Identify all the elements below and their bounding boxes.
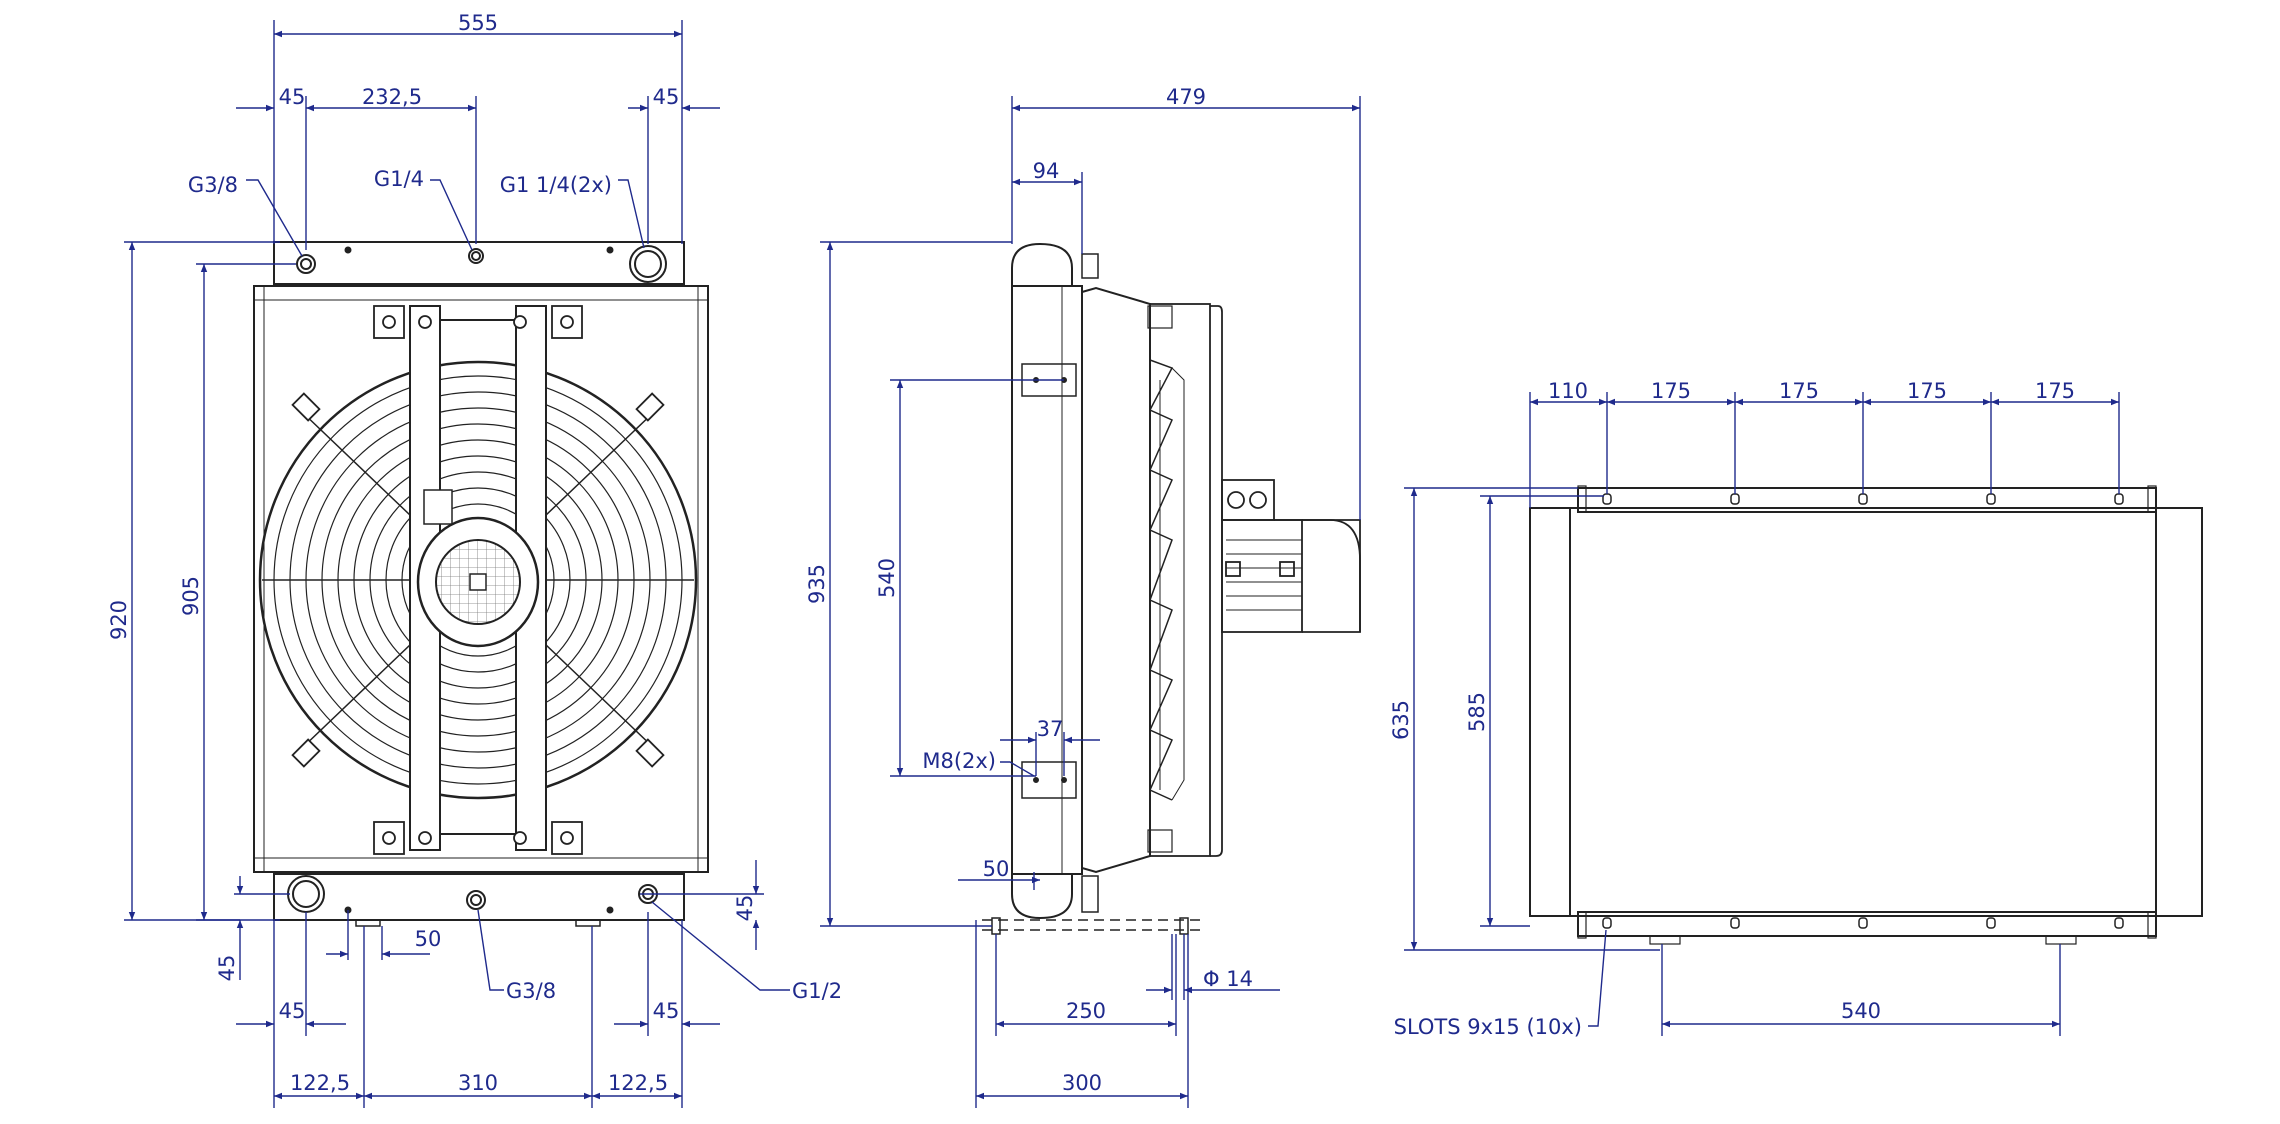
dim-front-foot-left: 122,5 <box>290 1071 350 1095</box>
dim-bottom-pitch-1: 175 <box>1651 379 1691 403</box>
front-feet <box>355 919 601 927</box>
front-view <box>253 241 709 927</box>
top-slots <box>1602 493 2124 505</box>
dim-side-foot-total: 300 <box>1062 1071 1102 1095</box>
dim-front-foot-right: 122,5 <box>608 1071 668 1095</box>
core-block <box>1569 507 2157 917</box>
fan-blades-side <box>1148 359 1185 801</box>
dim-front-foot-center: 310 <box>458 1071 498 1095</box>
fan-shroud <box>1081 286 1151 874</box>
dimension-lines <box>124 20 2120 1108</box>
dim-side-hole-diameter: Φ 14 <box>1203 967 1253 991</box>
port-label-top-center: G1/4 <box>374 167 424 191</box>
front-frame <box>253 285 709 873</box>
dim-bottom-pitch-4: 175 <box>2035 379 2075 403</box>
dim-bottom-pitch-2: 175 <box>1779 379 1819 403</box>
bottom-slots <box>1602 917 2124 929</box>
motor-side <box>1221 479 1361 633</box>
dim-side-foot-span: 250 <box>1066 999 1106 1023</box>
dim-front-core-height: 905 <box>179 576 203 616</box>
dim-side-depth: 479 <box>1166 85 1206 109</box>
port-label-top-left: G3/8 <box>188 173 238 197</box>
port-label-bottom-center: G3/8 <box>506 979 556 1003</box>
side-feet <box>982 917 1200 935</box>
dim-side-bolt-width: 37 <box>1037 717 1064 741</box>
dim-bottom-pitch-3: 175 <box>1907 379 1947 403</box>
dim-side-bolt-spacing: 540 <box>875 558 899 598</box>
side-view <box>982 242 1361 935</box>
dim-side-core-depth: 94 <box>1033 159 1060 183</box>
dim-front-foot-left-offset: 45 <box>279 999 306 1023</box>
dimension-labels: 555 45 232,5 45 G3/8 G1/4 G1 1/4(2x) 920… <box>107 11 2075 1095</box>
outer-frame <box>1529 507 2203 917</box>
dim-front-height: 920 <box>107 600 131 640</box>
label-bolts: M8(2x) <box>922 749 996 773</box>
dim-front-center-offset: 232,5 <box>362 85 422 109</box>
label-slots: SLOTS 9x15 (10x) <box>1394 1015 1582 1039</box>
dim-bottom-height: 635 <box>1389 700 1413 740</box>
dim-side-height: 935 <box>805 564 829 604</box>
dim-front-right-offset: 45 <box>653 85 680 109</box>
dim-front-left-offset: 45 <box>279 85 306 109</box>
dim-front-bottom-left: 45 <box>215 955 239 982</box>
port-label-top-right: G1 1/4(2x) <box>500 173 612 197</box>
dim-bottom-first-slot: 110 <box>1548 379 1588 403</box>
port-label-bottom-right: G1/2 <box>792 979 842 1003</box>
dim-front-foot-right-offset: 45 <box>653 999 680 1023</box>
bottom-view <box>1529 485 2203 945</box>
dim-bottom-inner-height: 585 <box>1465 692 1489 732</box>
top-manifold <box>273 241 685 285</box>
corner-brackets <box>373 305 583 855</box>
dim-front-width: 555 <box>458 11 498 35</box>
motor <box>416 489 540 648</box>
dim-front-port-spacing: 50 <box>415 927 442 951</box>
bottom-ports <box>287 875 658 914</box>
dim-bottom-foot-span: 540 <box>1841 999 1881 1023</box>
top-ports <box>296 245 667 283</box>
dim-side-bottom-offset: 50 <box>983 857 1010 881</box>
dim-front-bottom-right: 45 <box>733 895 757 922</box>
